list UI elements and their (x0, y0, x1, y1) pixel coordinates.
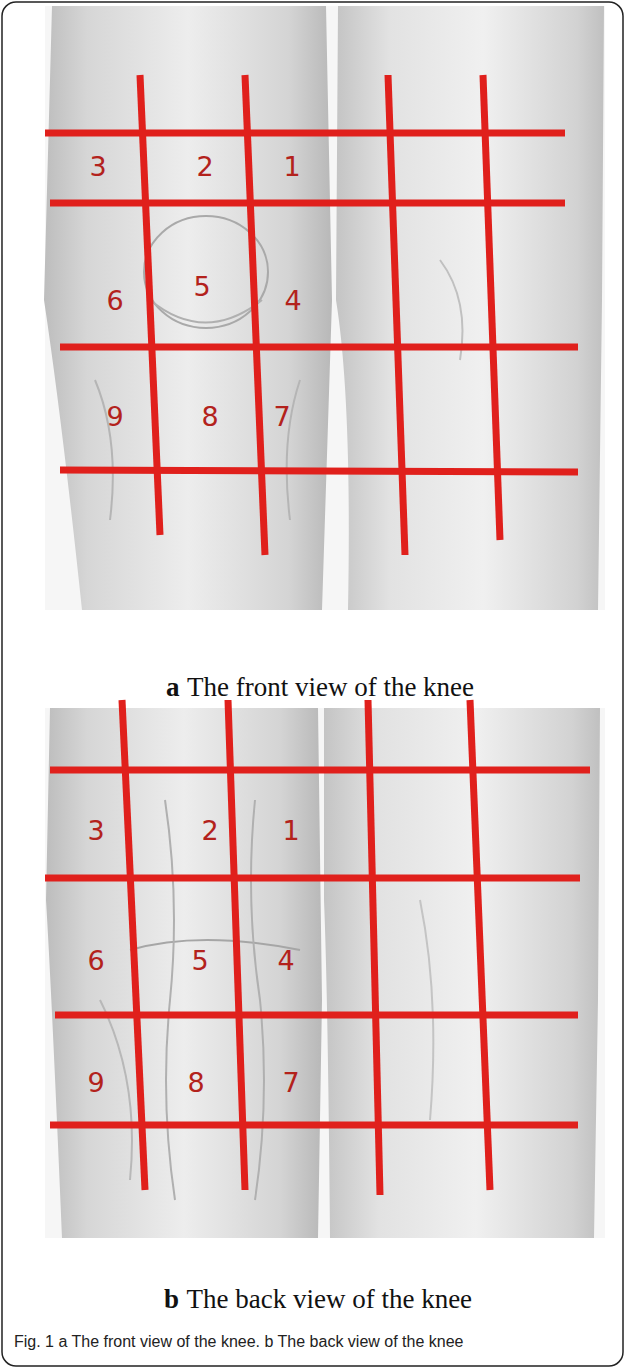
callout-number: 6 (106, 287, 123, 314)
callout-number: 3 (89, 153, 106, 180)
callout-number: 7 (273, 403, 290, 430)
panel-title: The back view of the knee (186, 1284, 472, 1314)
callout-number: 8 (201, 403, 218, 430)
callout-number: 1 (282, 817, 299, 844)
panel-title: The front view of the knee (187, 672, 474, 702)
callout-number: 5 (193, 273, 210, 300)
callout-number: 4 (284, 287, 301, 314)
callout-number: 2 (196, 153, 213, 180)
panel-caption: bThe back view of the knee (164, 1285, 472, 1315)
callout-number: 6 (87, 947, 104, 974)
callout-number: 3 (87, 817, 104, 844)
callout-number: 7 (282, 1069, 299, 1096)
panel-letter: a (166, 672, 180, 702)
callout-number: 2 (201, 817, 218, 844)
callout-number: 9 (87, 1069, 104, 1096)
callout-number: 1 (283, 153, 300, 180)
callout-number: 9 (106, 403, 123, 430)
panel-caption: aThe front view of the knee (166, 673, 474, 703)
panel-letter: b (164, 1284, 179, 1314)
callout-number: 5 (191, 947, 208, 974)
callout-number: 4 (277, 947, 294, 974)
callout-number: 8 (187, 1069, 204, 1096)
figure-caption: Fig. 1 a The front view of the knee. b T… (14, 1333, 463, 1351)
